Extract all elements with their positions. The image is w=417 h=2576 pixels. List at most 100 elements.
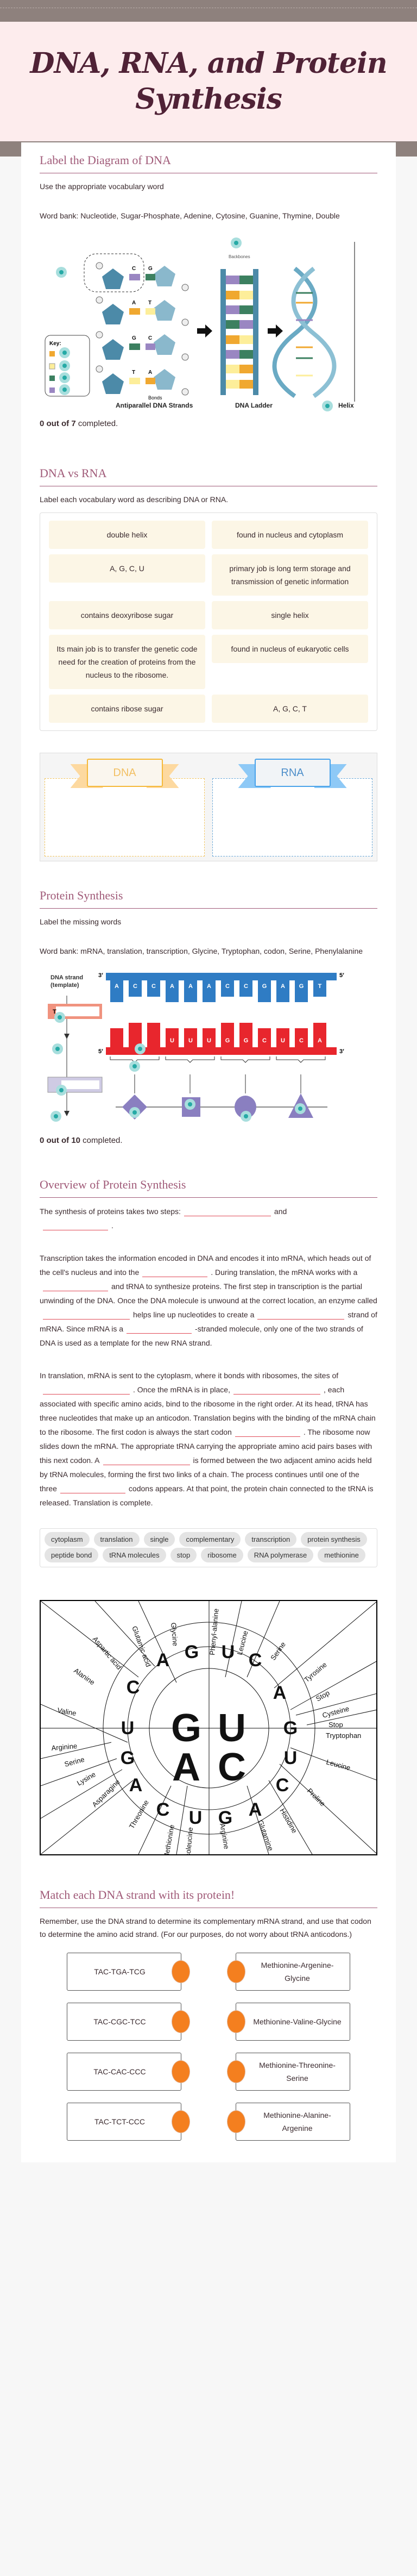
sort-item[interactable]: A, G, C, T	[212, 695, 368, 723]
svg-text:5′: 5′	[98, 1048, 103, 1055]
blank-input[interactable]	[235, 1427, 300, 1437]
sort-item[interactable]: contains deoxyribose sugar	[49, 601, 205, 629]
word-chip[interactable]: complementary	[179, 1532, 241, 1547]
label-hotspot-nucleotide[interactable]	[56, 267, 67, 278]
word-chip[interactable]: ribosome	[201, 1548, 243, 1562]
svg-text:A: A	[188, 983, 193, 990]
label-hotspot-codon[interactable]	[135, 1043, 146, 1054]
dna-strand-card[interactable]: TAC-TGA-TCG	[67, 1953, 190, 1991]
svg-text:U: U	[284, 1748, 298, 1768]
svg-text:U: U	[218, 1706, 246, 1750]
svg-text:U: U	[281, 1037, 285, 1044]
label-hotspot-amino-2[interactable]	[185, 1099, 195, 1110]
rna-drop-zone[interactable]	[212, 778, 372, 856]
progress-text: 0 out of 7 completed.	[40, 419, 118, 428]
word-chip[interactable]: methionine	[318, 1548, 365, 1562]
label-hotspot-guanine[interactable]	[59, 372, 70, 383]
sort-item[interactable]: Its main job is to transfer the genetic …	[49, 635, 205, 689]
connector-dot[interactable]	[227, 2010, 245, 2033]
word-chip[interactable]: transcription	[245, 1532, 297, 1547]
svg-text:G: G	[132, 335, 136, 341]
connector-dot[interactable]	[227, 2110, 245, 2133]
word-chip[interactable]: peptide bond	[45, 1548, 99, 1562]
label-hotspot-cytosine[interactable]	[59, 384, 70, 395]
label-hotspot-double[interactable]	[322, 401, 333, 411]
label-hotspot-amino-4[interactable]	[295, 1103, 306, 1114]
dna-strand-card[interactable]: TAC-TCT-CCC	[67, 2103, 190, 2141]
sort-item[interactable]: single helix	[212, 601, 368, 629]
svg-text:C: C	[148, 335, 152, 341]
label-hotspot-thymine[interactable]	[59, 360, 70, 371]
header-pattern-band	[0, 0, 417, 22]
svg-text:Histidine: Histidine	[278, 1807, 299, 1835]
svg-text:Glutamic acid: Glutamic acid	[130, 1625, 153, 1668]
blank-input[interactable]	[43, 1310, 130, 1320]
blank-input[interactable]	[127, 1324, 192, 1334]
dna-bin[interactable]: DNA	[43, 759, 206, 856]
label-hotspot-sugar-phosphate[interactable]	[231, 237, 242, 248]
section-title: DNA vs RNA	[40, 466, 377, 486]
blank-input[interactable]	[43, 1221, 108, 1230]
svg-text:Aspartic acid: Aspartic acid	[91, 1635, 123, 1671]
blank-input[interactable]	[60, 1484, 125, 1493]
word-chip[interactable]: RNA polymerase	[247, 1548, 314, 1562]
word-chip[interactable]: translation	[93, 1532, 140, 1547]
connector-dot[interactable]	[172, 1960, 190, 1983]
label-hotspot-mrna[interactable]	[52, 1043, 63, 1054]
dna-drop-zone[interactable]	[45, 778, 205, 856]
protein-card[interactable]: Methionine-Valine-Glycine	[227, 2003, 350, 2041]
label-hotspot-codon-bracket[interactable]	[129, 1061, 140, 1072]
sort-items-box: double helix found in nucleus and cytopl…	[40, 512, 377, 731]
connector-dot[interactable]	[172, 2110, 190, 2133]
word-chip[interactable]: tRNA molecules	[103, 1548, 166, 1562]
word-chip[interactable]: stop	[170, 1548, 197, 1562]
blank-input[interactable]	[43, 1281, 108, 1291]
connector-dot[interactable]	[172, 2060, 190, 2083]
page-footer-space	[0, 2162, 417, 2190]
protein-card[interactable]: Methionine-Argenine-Glycine	[227, 1953, 350, 1991]
label-hotspot-amino-1[interactable]	[129, 1107, 140, 1118]
dna-strand-card[interactable]: TAC-CGC-TCC	[67, 2003, 190, 2041]
svg-text:G: G	[148, 266, 153, 272]
svg-text:T: T	[53, 1009, 56, 1015]
sort-item[interactable]: contains ribose sugar	[49, 695, 205, 723]
blank-input[interactable]	[257, 1310, 345, 1320]
label-hotspot-adenine[interactable]	[59, 347, 70, 358]
sort-item[interactable]: A, G, C, U	[49, 554, 205, 583]
connector-dot[interactable]	[227, 1960, 245, 1983]
blank-input[interactable]	[43, 1385, 130, 1395]
blank-input[interactable]	[103, 1455, 190, 1465]
label-hotspot-transcription[interactable]	[54, 1012, 65, 1023]
svg-text:C: C	[249, 1650, 262, 1671]
svg-text:Key:: Key:	[49, 341, 61, 347]
word-chip[interactable]: single	[143, 1532, 175, 1547]
connector-dot[interactable]	[172, 2010, 190, 2033]
label-hotspot-translation[interactable]	[56, 1085, 67, 1096]
label-hotspot-amino-3[interactable]	[241, 1111, 251, 1122]
svg-text:G: G	[171, 1706, 201, 1750]
section-dna-vs-rna: DNA vs RNA Label each vocabulary word as…	[40, 428, 377, 861]
dna-strand-card[interactable]: TAC-CAC-CCC	[67, 2053, 190, 2091]
word-chip[interactable]: protein synthesis	[301, 1532, 367, 1547]
sort-item[interactable]: found in nucleus and cytoplasm	[212, 521, 368, 549]
label-hotspot-protein[interactable]	[50, 1111, 61, 1122]
svg-text:C: C	[218, 1746, 246, 1789]
blank-input[interactable]	[142, 1267, 208, 1277]
blank-input[interactable]	[184, 1206, 271, 1216]
sort-item[interactable]: double helix	[49, 521, 205, 549]
rna-bin[interactable]: RNA	[211, 759, 374, 856]
sort-item[interactable]: primary job is long term storage and tra…	[212, 554, 368, 596]
dna-diagram: Key:	[40, 237, 377, 402]
connector-dot[interactable]	[227, 2060, 245, 2083]
word-chip[interactable]: cytoplasm	[45, 1532, 90, 1547]
word-chips: cytoplasm translation single complementa…	[40, 1528, 377, 1567]
sort-item[interactable]: found in nucleus of eukaryotic cells	[212, 635, 368, 663]
protein-card[interactable]: Methionine-Threonine-Serine	[227, 2053, 350, 2091]
blank-input[interactable]	[233, 1385, 320, 1395]
protein-card[interactable]: Methionine-Alanine-Argenine	[227, 2103, 350, 2141]
svg-text:A: A	[170, 983, 174, 990]
